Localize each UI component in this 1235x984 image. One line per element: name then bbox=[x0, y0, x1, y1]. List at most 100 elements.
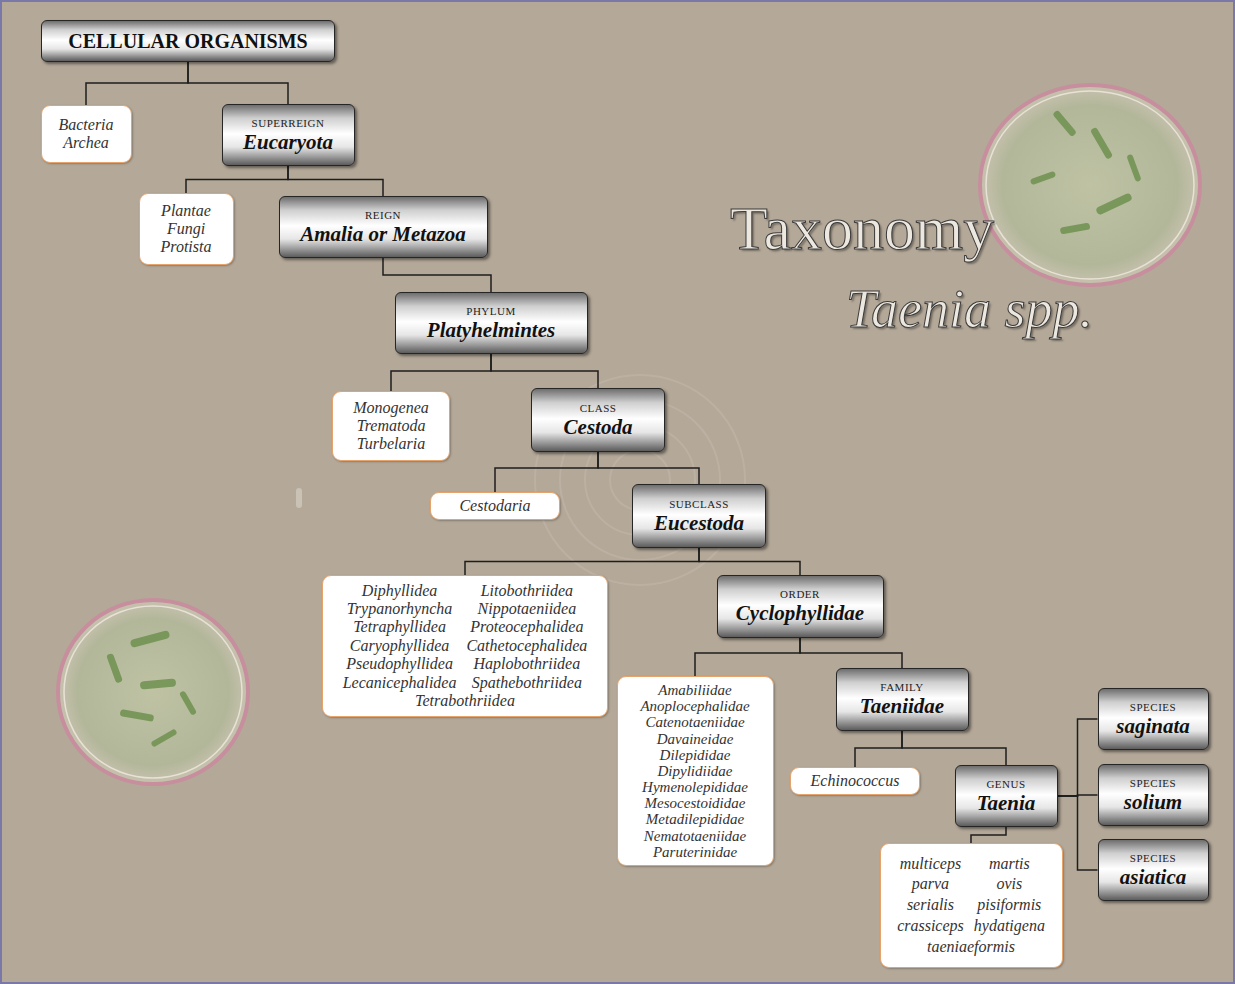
taxon-group-box: Echinococcus bbox=[790, 767, 920, 795]
taxon-name: Taenia bbox=[977, 791, 1036, 815]
taxon-list-item: Proteocephalidea bbox=[470, 618, 583, 636]
taxon-list-item: Tetraphyllidea bbox=[353, 618, 446, 636]
debris bbox=[296, 488, 302, 508]
tree-connector bbox=[699, 548, 800, 575]
tree-connector bbox=[383, 258, 491, 292]
taxon-name: asiatica bbox=[1120, 865, 1187, 889]
tree-connector bbox=[188, 62, 288, 104]
rank-box: SPECIESasiatica bbox=[1098, 839, 1209, 901]
oncosphere-hook bbox=[1126, 154, 1141, 182]
taxon-list-item: multiceps bbox=[900, 854, 961, 875]
oncosphere-hook bbox=[1090, 127, 1113, 160]
oncosphere-hook bbox=[1060, 222, 1091, 234]
rank-label: ORDER bbox=[780, 588, 820, 601]
rank-label: REIGN bbox=[365, 209, 401, 222]
tree-connector bbox=[800, 638, 902, 668]
tree-connector bbox=[491, 354, 598, 388]
taxon-list-item: hydatigena bbox=[974, 916, 1045, 937]
taxon-list-item: Haplobothriidea bbox=[474, 655, 581, 673]
rank-label: CLASS bbox=[580, 402, 617, 415]
taxon-list-item: Dilepididae bbox=[660, 747, 731, 763]
taxon-list-item: Diphyllidea bbox=[362, 582, 438, 600]
taxon-list-item: Anoplocephalidae bbox=[640, 698, 749, 714]
tree-connector bbox=[971, 827, 1006, 843]
rank-label: SPECIES bbox=[1130, 852, 1176, 865]
taxon-list-item: Litobothriidea bbox=[481, 582, 573, 600]
oncosphere-hook bbox=[1030, 171, 1056, 186]
taxon-list-item: ovis bbox=[996, 874, 1022, 895]
taxon-list-item: Tetrabothriidea bbox=[415, 692, 515, 710]
tree-connector bbox=[1058, 719, 1098, 796]
tree-connector bbox=[695, 638, 800, 676]
taxon-list-item: Nematotaeniidae bbox=[644, 828, 746, 844]
taxon-list-item: parva bbox=[912, 874, 949, 895]
rank-box: SUBCLASSEucestoda bbox=[632, 484, 766, 548]
oncosphere-hook bbox=[140, 678, 177, 689]
taxon-list-item: pisiformis bbox=[977, 895, 1041, 916]
rank-label: PHYLUM bbox=[466, 305, 515, 318]
rank-label: SUBCLASS bbox=[669, 498, 729, 511]
taxon-group: Plantae Fungi Protista bbox=[148, 202, 225, 256]
taxon-list-item: Lecanicephalidea bbox=[343, 674, 457, 692]
taxon-list-item: Metadilepididae bbox=[646, 811, 744, 827]
taxon-list-item: Catenotaeniidae bbox=[645, 714, 744, 730]
tree-connector bbox=[855, 731, 902, 767]
rank-box: GENUSTaenia bbox=[955, 765, 1058, 827]
tree-connector bbox=[86, 62, 188, 105]
tree-connector bbox=[186, 166, 288, 193]
diagram-title: Taxonomy bbox=[730, 197, 994, 259]
egg-shell bbox=[980, 85, 1200, 285]
tree-connector bbox=[902, 731, 1006, 765]
taxon-name: Cestoda bbox=[564, 415, 633, 439]
root-box: CELLULAR ORGANISMS bbox=[41, 20, 335, 62]
rank-label: GENUS bbox=[986, 778, 1025, 791]
tree-connector bbox=[465, 548, 699, 575]
rank-box: ORDERCyclophyllidae bbox=[717, 575, 884, 638]
taxon-name: Platyhelmintes bbox=[427, 318, 555, 342]
taxon-name: Cyclophyllidae bbox=[736, 601, 864, 625]
taxon-list-item: Amabiliidae bbox=[658, 682, 731, 698]
tree-connector bbox=[391, 354, 491, 391]
taxon-list-item: Caryophyllidea bbox=[350, 637, 450, 655]
egg-embryophore bbox=[986, 91, 1194, 279]
oncosphere-hook bbox=[1095, 192, 1133, 215]
oncosphere-hook bbox=[120, 709, 155, 722]
taxon-group-box: Plantae Fungi Protista bbox=[139, 193, 234, 265]
egg-embryophore bbox=[64, 606, 242, 778]
taxon-name: Eucaryota bbox=[243, 130, 333, 154]
tree-connector bbox=[495, 452, 598, 492]
taxon-list-item: Davaineidae bbox=[657, 731, 734, 747]
rank-box: SUPERREIGNEucaryota bbox=[222, 104, 355, 166]
rank-box: REIGNAmalia or Metazoa bbox=[279, 196, 488, 258]
taxon-list-item: Paruterinidae bbox=[653, 844, 737, 860]
rank-label: SPECIES bbox=[1130, 701, 1176, 714]
taxon-group: Bacteria Archea bbox=[50, 116, 123, 152]
oncosphere-hook bbox=[106, 653, 123, 684]
rank-box: CLASSCestoda bbox=[531, 388, 665, 452]
taxon-group-box: Monogenea Trematoda Turbelaria bbox=[332, 391, 450, 461]
taxon-group-box: Bacteria Archea bbox=[41, 105, 132, 163]
rank-label: SPECIES bbox=[1130, 777, 1176, 790]
taxon-name: Amalia or Metazoa bbox=[300, 222, 466, 246]
tree-connector bbox=[1058, 796, 1098, 870]
taxon-group: Echinococcus bbox=[811, 772, 900, 790]
taxon-list-item: Spathebothriidea bbox=[472, 674, 582, 692]
taxon-list-box: multicepsmartisparvaovisserialispisiform… bbox=[880, 843, 1063, 968]
taxon-list-item: Hymenolepididae bbox=[642, 779, 748, 795]
rank-label: FAMILY bbox=[880, 681, 923, 694]
rank-box: PHYLUMPlatyhelmintes bbox=[395, 292, 588, 354]
taxon-name: solium bbox=[1124, 790, 1182, 814]
taxon-list-item: crassiceps bbox=[897, 916, 964, 937]
taxon-list-box: DiphyllideaLitobothriideaTrypanorhynchaN… bbox=[322, 575, 608, 717]
taxon-group: Monogenea Trematoda Turbelaria bbox=[341, 399, 441, 453]
taxon-group: Cestodaria bbox=[459, 497, 530, 515]
rank-box: FAMILYTaeniidae bbox=[836, 668, 969, 731]
taenia-egg bbox=[980, 85, 1200, 285]
taxon-name: Eucestoda bbox=[654, 511, 744, 535]
tree-connector bbox=[288, 166, 383, 196]
rank-box: SPECIESsolium bbox=[1098, 764, 1209, 826]
taxon-list-item: Cathetocephalidea bbox=[466, 637, 587, 655]
oncosphere-hook bbox=[150, 728, 177, 747]
